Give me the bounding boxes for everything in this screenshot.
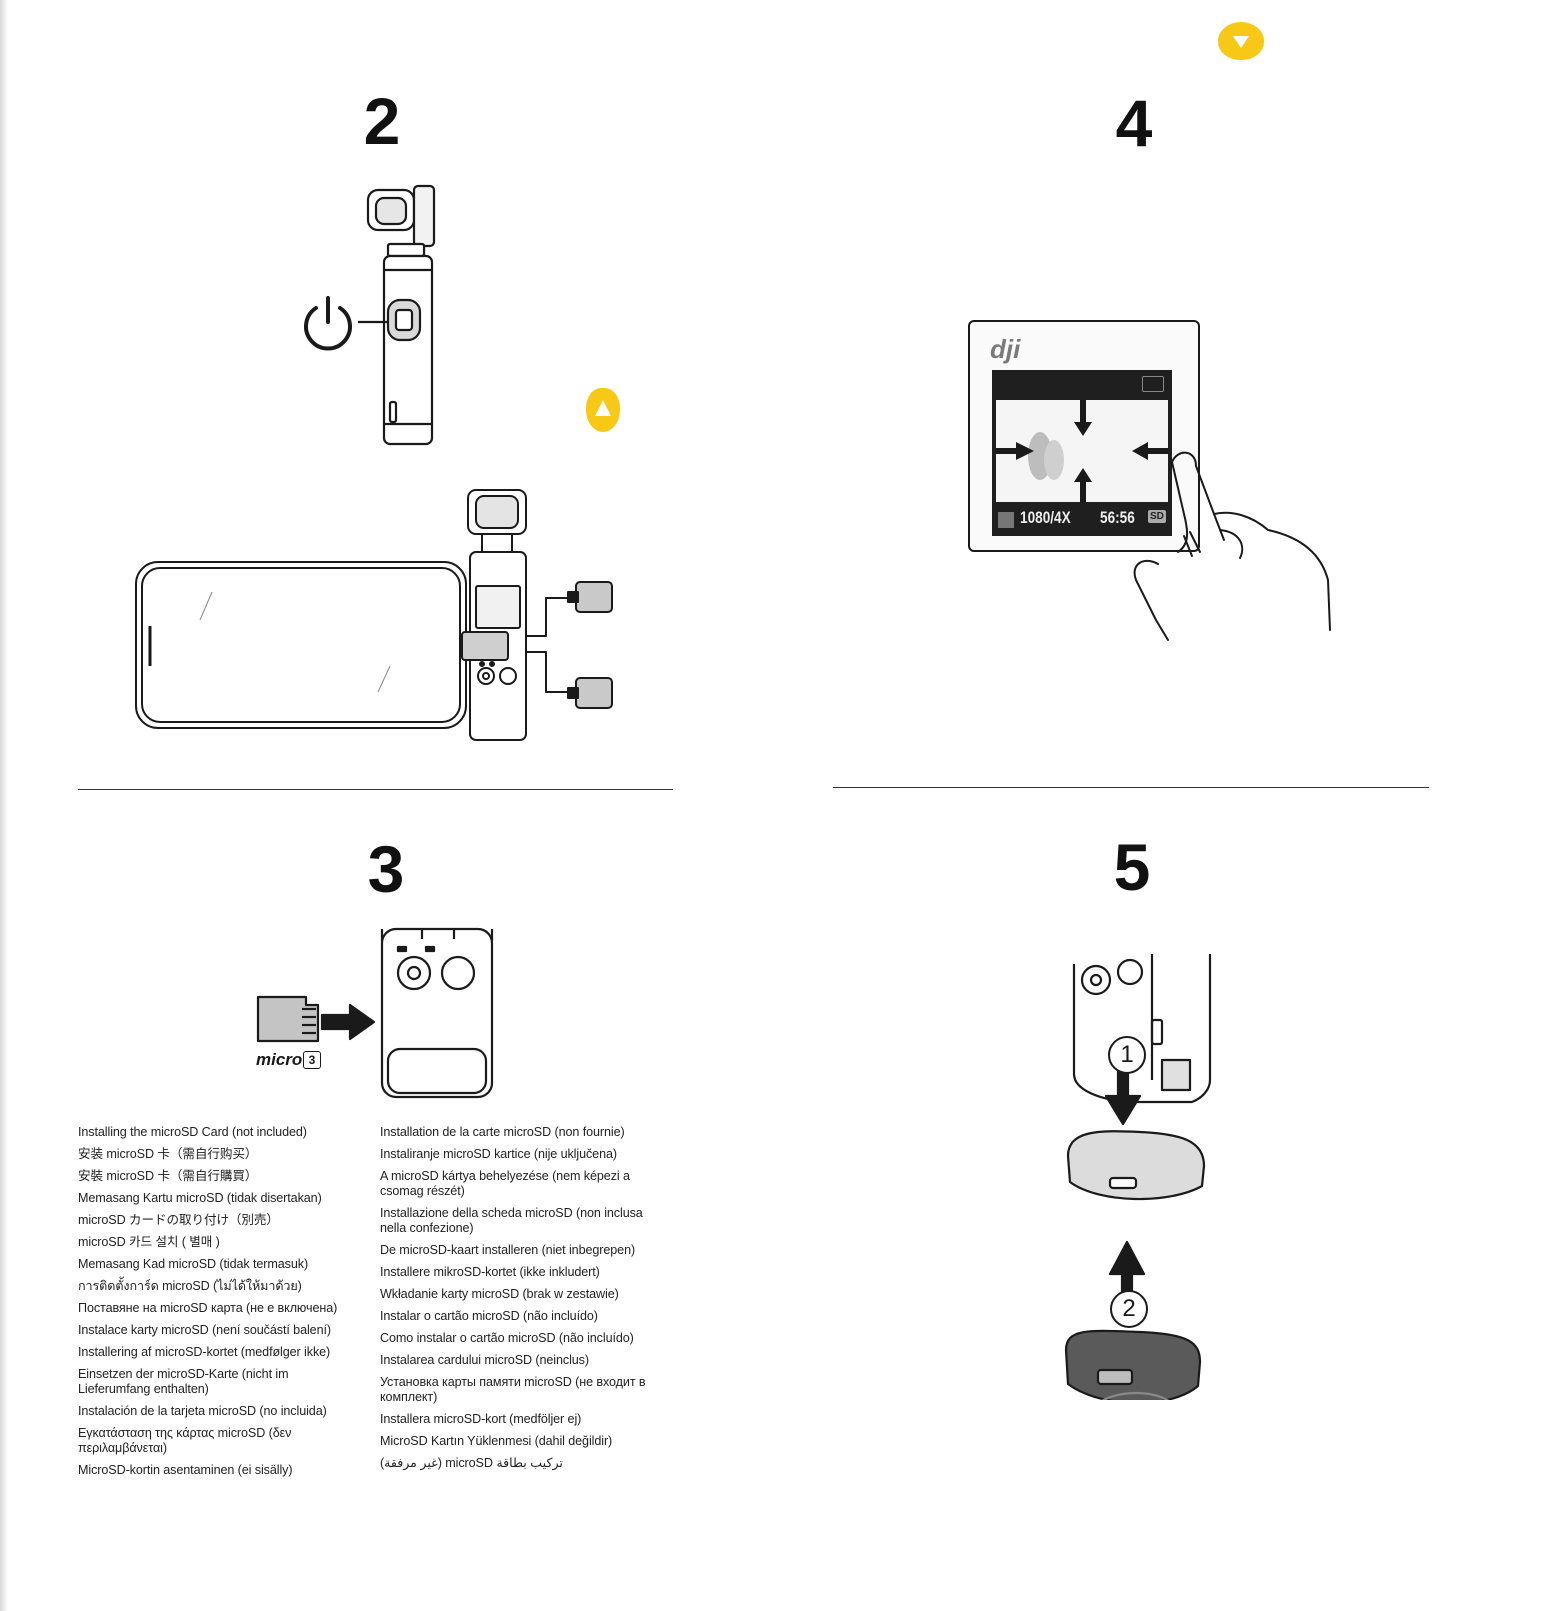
- instruction-line: 安裝 microSD 卡（需自行購買）: [78, 1169, 258, 1183]
- sd-card-icon: SD: [1148, 510, 1166, 523]
- instruction-line: Installation de la carte microSD (non fo…: [380, 1125, 625, 1139]
- yellow-tab-up-icon: [586, 388, 620, 432]
- instruction-line: Instalar o cartão microSD (não incluído): [380, 1309, 598, 1323]
- microsd-insertion-illustration: [256, 927, 494, 1099]
- divider-left: [78, 789, 673, 790]
- instruction-line: microSD カードの取り付け（別売）: [78, 1213, 279, 1227]
- instructions-left-column: Installing the microSD Card (not include…: [78, 1125, 370, 1485]
- instruction-line: การติดตั้งการ์ด microSD (ไม่ได้ให้มาด้วย…: [78, 1279, 302, 1293]
- instruction-line: Εγκατάσταση της κάρτας microSD (δεν περι…: [78, 1426, 292, 1455]
- yellow-tab-down-icon: [1218, 22, 1264, 60]
- callout-one: 1: [1108, 1036, 1146, 1074]
- instruction-line: Instalación de la tarjeta microSD (no in…: [78, 1404, 327, 1418]
- step2-power-illustration: [358, 184, 436, 446]
- record-indicator-icon: [998, 512, 1014, 528]
- remaining-time-label: 56:56: [1100, 508, 1135, 527]
- instruction-line: Wkładanie karty microSD (brak w zestawie…: [380, 1287, 619, 1301]
- instruction-line: De microSD-kaart installeren (niet inbeg…: [380, 1243, 636, 1257]
- instruction-line: Installering af microSD-kortet (medfølge…: [78, 1345, 331, 1359]
- dji-logo: dji: [990, 334, 1021, 364]
- power-icon: [304, 296, 352, 351]
- page-edge-shadow: [0, 0, 8, 1611]
- instruction-line: Installing the microSD Card (not include…: [78, 1125, 307, 1139]
- cover-removal-illustration: [1064, 954, 1212, 1400]
- instruction-line: microSD 카드 설치 ( 별매 ): [78, 1235, 220, 1249]
- focus-arrows-icon: [996, 400, 1168, 502]
- hand-tap-icon: [1133, 451, 1331, 641]
- callout-two: 2: [1110, 1290, 1148, 1328]
- instruction-line: MicroSD-kortin asentaminen (ei sisälly): [78, 1463, 293, 1477]
- instruction-line: Installera microSD-kort (medföljer ej): [380, 1412, 582, 1426]
- step-number-2: 2: [363, 84, 401, 158]
- instruction-line: Einsetzen der microSD-Karte (nicht im Li…: [78, 1367, 289, 1396]
- instruction-line: Installere mikroSD-kortet (ikke inkluder…: [380, 1265, 600, 1279]
- phone-connection-illustration: [135, 489, 613, 741]
- speed-class-icon: 3: [303, 1051, 321, 1069]
- instruction-line: MicroSD Kartın Yüklenmesi (dahil değildi…: [380, 1434, 613, 1448]
- microsd-logo: micro: [256, 1050, 303, 1069]
- step-number-5: 5: [1113, 830, 1151, 904]
- touchscreen-device: dji 1080/4X 56:56 SD: [968, 320, 1200, 552]
- camera-view: 1080/4X 56:56 SD: [992, 370, 1172, 536]
- instruction-line: Поставяне на microSD карта (не е включен…: [78, 1301, 338, 1315]
- instruction-line: Installazione della scheda microSD (non …: [380, 1206, 643, 1235]
- step-number-3: 3: [367, 832, 405, 906]
- instruction-line: Memasang Kad microSD (tidak termasuk): [78, 1257, 309, 1271]
- divider-right: [833, 787, 1429, 788]
- instruction-line: Como instalar o cartão microSD (não incl…: [380, 1331, 634, 1345]
- instruction-line: 安装 microSD 卡（需自行购买）: [78, 1147, 258, 1161]
- instruction-line: Instalace karty microSD (není součástí b…: [78, 1323, 331, 1337]
- preview-area: [996, 400, 1168, 502]
- step-number-4: 4: [1115, 86, 1153, 160]
- instruction-line: تركيب بطاقة microSD (غير مرفقة): [380, 1456, 563, 1470]
- instruction-line: Memasang Kartu microSD (tidak disertakan…: [78, 1191, 322, 1205]
- instruction-line: A microSD kártya behelyezése (nem képezi…: [380, 1169, 630, 1198]
- battery-icon: [1142, 376, 1164, 392]
- instruction-line: Instalarea cardului microSD (neinclus): [380, 1353, 589, 1367]
- instruction-line: Установка карты памяти microSD (не входи…: [380, 1375, 646, 1404]
- instruction-line: Instaliranje microSD kartice (nije uklju…: [380, 1147, 617, 1161]
- resolution-label: 1080/4X: [1020, 508, 1071, 527]
- instructions-right-column: Installation de la carte microSD (non fo…: [380, 1125, 676, 1478]
